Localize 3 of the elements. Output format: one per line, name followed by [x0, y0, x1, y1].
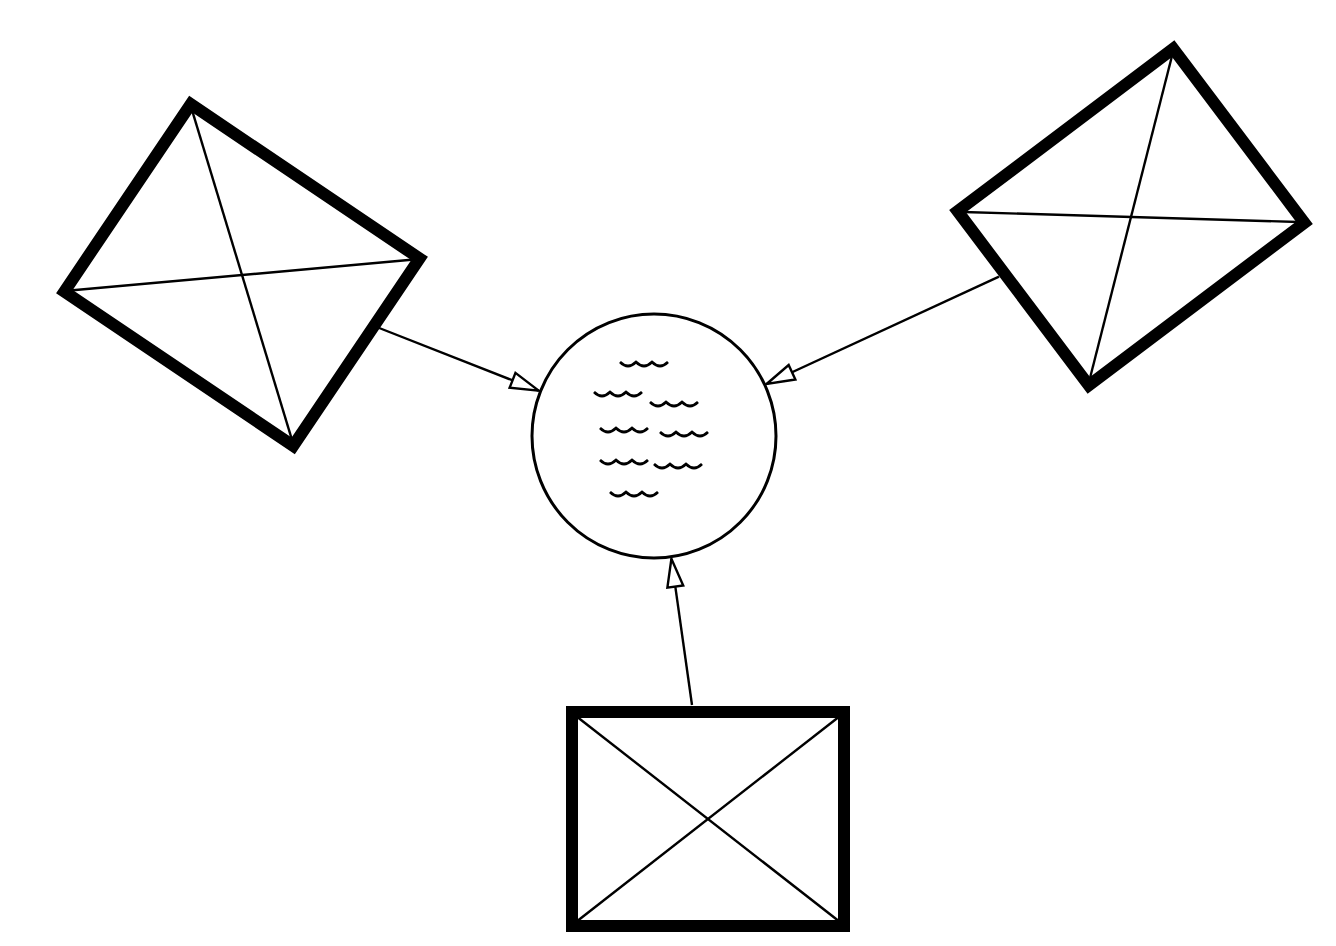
- arrow: [666, 557, 694, 706]
- arrow: [765, 275, 1000, 386]
- arrow: [378, 326, 540, 392]
